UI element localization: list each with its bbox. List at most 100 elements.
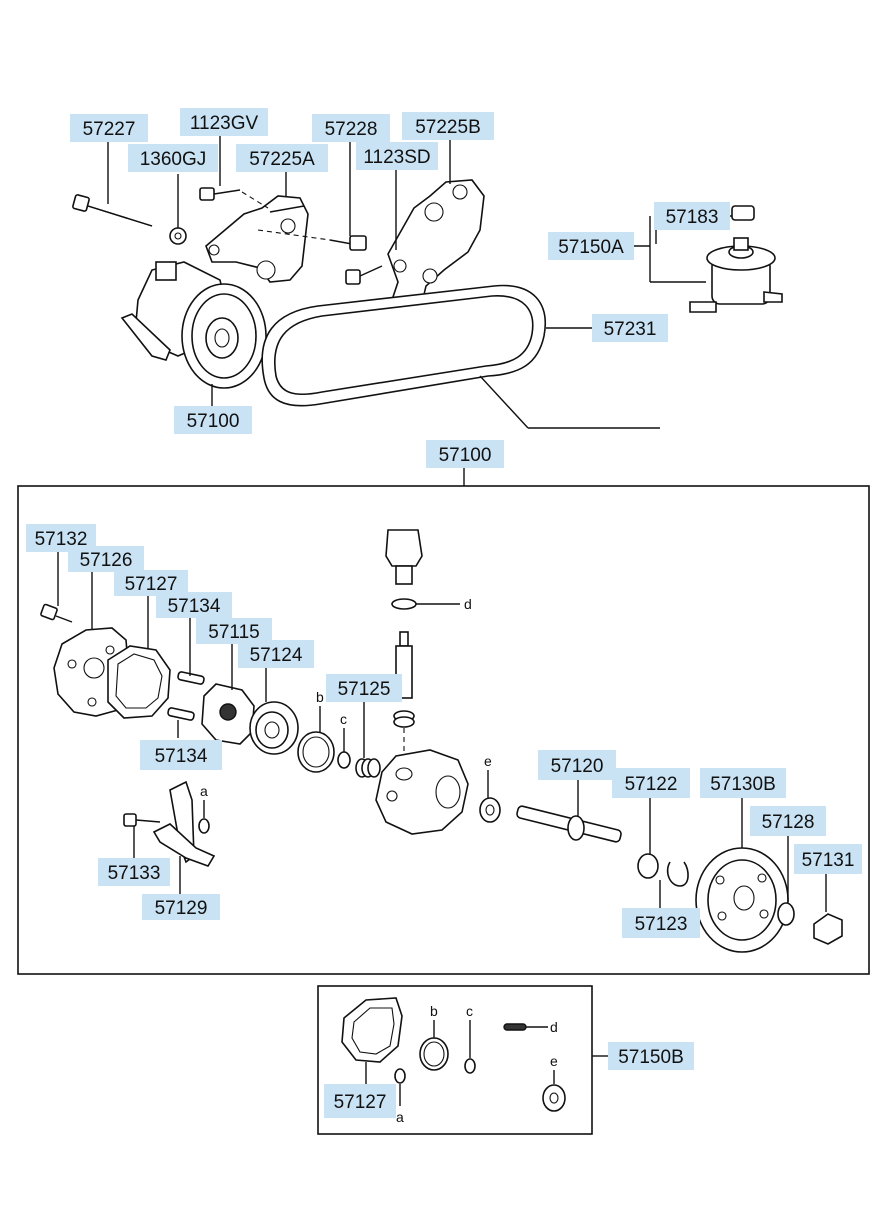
svg-text:57225A: 57225A	[249, 149, 315, 170]
bolt-1123sd	[345, 265, 383, 285]
kit-parts	[341, 997, 566, 1112]
letter-callouts: d b c e a b c d e a	[200, 596, 558, 1125]
label-57128: 57128	[750, 806, 826, 836]
label-57225a: 57225A	[236, 144, 328, 172]
label-57122: 57122	[612, 768, 690, 798]
kit-callout-b: b	[430, 1003, 438, 1019]
cap-57183	[731, 205, 755, 221]
bolt-57133	[123, 813, 161, 827]
washer-57128	[777, 902, 795, 926]
label-57131: 57131	[794, 844, 862, 874]
svg-text:57225B: 57225B	[415, 117, 481, 138]
label-57228: 57228	[312, 114, 390, 142]
label-57150a: 57150A	[548, 232, 634, 260]
callout-d: d	[464, 596, 472, 612]
snap-ring-57123	[666, 861, 689, 887]
svg-text:57125: 57125	[338, 679, 391, 700]
label-57130b: 57130B	[700, 768, 786, 798]
exploded-parts	[40, 529, 843, 953]
kit-callout-a: a	[396, 1109, 404, 1125]
label-57127-kit: 57127	[324, 1084, 396, 1118]
label-1123sd: 1123SD	[356, 142, 438, 170]
bolt-57228	[329, 235, 367, 251]
bolt-1123gv	[199, 187, 241, 201]
svg-text:57122: 57122	[625, 774, 678, 795]
svg-text:57129: 57129	[155, 898, 208, 919]
label-57123: 57123	[622, 908, 700, 938]
label-57227: 57227	[70, 114, 148, 142]
bearing-57122	[637, 853, 659, 879]
label-57133: 57133	[98, 858, 170, 886]
o-ring-c	[337, 751, 351, 769]
kit-callout-d: d	[550, 1019, 558, 1035]
exploded-leader-lines	[57, 552, 827, 912]
label-57120: 57120	[538, 750, 616, 780]
label-57150b: 57150B	[608, 1042, 694, 1070]
svg-text:57133: 57133	[108, 863, 161, 884]
svg-text:57228: 57228	[325, 119, 378, 140]
svg-text:57130B: 57130B	[710, 774, 776, 795]
svg-text:57227: 57227	[83, 119, 136, 140]
label-57125: 57125	[326, 674, 402, 702]
label-57100-top: 57100	[174, 406, 252, 434]
pin-57134-lower	[167, 707, 195, 721]
outlet-fitting	[385, 529, 423, 610]
label-57225b: 57225B	[402, 112, 494, 140]
bracket-57225a	[205, 195, 309, 283]
nut-57131	[813, 913, 843, 945]
svg-text:57150B: 57150B	[618, 1047, 684, 1068]
svg-text:1123GV: 1123GV	[190, 113, 259, 134]
label-57115: 57115	[196, 618, 272, 644]
callout-a: a	[200, 783, 208, 799]
kit-box-57150b	[317, 985, 593, 1135]
shaft-57120	[516, 805, 622, 843]
svg-text:57128: 57128	[762, 812, 815, 833]
o-ring-a	[198, 818, 210, 834]
reservoir-57150a	[689, 237, 783, 313]
svg-text:1360GJ: 1360GJ	[140, 149, 207, 170]
svg-text:57134: 57134	[155, 746, 208, 767]
svg-text:1123SD: 1123SD	[363, 147, 430, 168]
label-57231: 57231	[592, 314, 668, 342]
svg-text:57183: 57183	[666, 207, 719, 228]
screw-57132	[40, 603, 73, 623]
svg-text:57100: 57100	[187, 411, 240, 432]
label-57183: 57183	[654, 202, 730, 230]
svg-text:57231: 57231	[604, 319, 657, 340]
svg-text:57131: 57131	[802, 850, 855, 871]
kit-o-ring-c	[464, 1058, 476, 1074]
label-57127: 57127	[114, 570, 188, 596]
kit-leader-lines	[365, 1020, 608, 1106]
label-57134-upper: 57134	[156, 592, 232, 618]
svg-text:57100: 57100	[439, 445, 492, 466]
svg-text:57115: 57115	[208, 622, 259, 643]
bolt-57227	[72, 194, 153, 227]
svg-text:57127: 57127	[125, 574, 178, 595]
label-57100-box: 57100	[426, 440, 504, 468]
svg-text:57150A: 57150A	[558, 237, 624, 258]
svg-text:57132: 57132	[35, 529, 88, 550]
belt-57231	[261, 284, 546, 407]
kit-o-ring-a	[394, 1068, 406, 1084]
label-57134-lower: 57134	[140, 740, 222, 770]
label-1123gv: 1123GV	[180, 108, 268, 136]
pipe-57129	[152, 823, 216, 867]
spring-57125	[355, 758, 381, 778]
label-57124: 57124	[238, 640, 314, 668]
pulley-57130b	[695, 847, 789, 953]
pump-57100-assembly	[120, 261, 267, 389]
pump-exploded-view-box	[17, 485, 870, 975]
callout-e: e	[484, 753, 492, 769]
callout-b: b	[316, 689, 324, 705]
svg-text:57127: 57127	[334, 1092, 387, 1113]
kit-callout-c: c	[466, 1003, 473, 1019]
label-57129: 57129	[142, 894, 220, 920]
top-assembly	[72, 179, 783, 407]
pin-57134-upper	[177, 671, 205, 685]
kit-washer-d	[503, 1023, 527, 1031]
svg-text:57134: 57134	[168, 596, 221, 617]
kit-callout-e: e	[550, 1053, 558, 1069]
svg-text:57123: 57123	[635, 914, 688, 935]
svg-text:57120: 57120	[551, 756, 604, 777]
